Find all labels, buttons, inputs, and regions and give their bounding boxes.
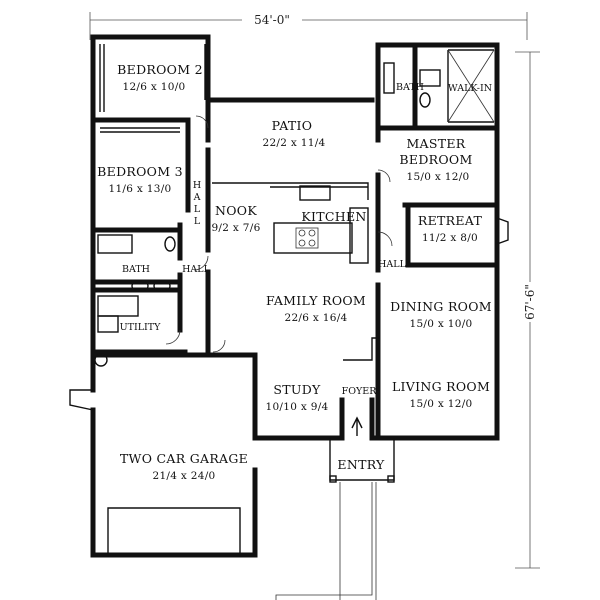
walkin-label: WALK-IN xyxy=(448,83,492,94)
entry-label: ENTRY xyxy=(337,457,385,472)
bedroom2-label: BEDROOM 2 xyxy=(117,62,203,77)
nook-label: NOOK xyxy=(215,203,257,218)
living-room-label: LIVING ROOM xyxy=(392,379,490,394)
master-size: 15/0 x 12/0 xyxy=(406,171,469,183)
study-label: STUDY xyxy=(273,382,321,397)
interior-details xyxy=(69,44,509,600)
bedroom3-size: 11/6 x 13/0 xyxy=(108,183,171,195)
master-label-line2: BEDROOM xyxy=(399,152,472,167)
overall-depth-dimension: 67'-6" xyxy=(523,284,537,320)
walls xyxy=(90,34,500,558)
garage-label: TWO CAR GARAGE xyxy=(120,451,248,466)
hall-vertical-letter-1: H xyxy=(193,180,201,191)
overall-width-dimension: 54'-0" xyxy=(254,13,290,27)
study-size: 10/10 x 9/4 xyxy=(265,401,328,413)
master-label-line1: MASTER xyxy=(406,136,465,151)
master-bath-label: BATH xyxy=(396,82,424,93)
utility-label: UTILITY xyxy=(120,322,161,333)
living-room-size: 15/0 x 12/0 xyxy=(409,398,472,410)
foyer-label: FOYER xyxy=(342,386,378,397)
bath-label: BATH xyxy=(122,264,150,275)
dining-room-label: DINING ROOM xyxy=(390,299,492,314)
retreat-size: 11/2 x 8/0 xyxy=(422,232,478,244)
hall-right-label: HALL xyxy=(378,259,406,270)
patio-size: 22/2 x 11/4 xyxy=(262,137,325,149)
retreat-label: RETREAT xyxy=(418,213,483,228)
dimension-lines xyxy=(89,12,540,569)
hall-vertical-letter-3: L xyxy=(194,204,201,215)
garage-size: 21/4 x 24/0 xyxy=(152,470,215,482)
family-room-label: FAMILY ROOM xyxy=(266,293,366,308)
hall-left-label: HALL xyxy=(182,264,210,275)
bedroom3-label: BEDROOM 3 xyxy=(97,164,183,179)
hall-vertical-letter-4: L xyxy=(194,216,201,227)
family-room-size: 22/6 x 16/4 xyxy=(284,312,347,324)
hall-vertical-letter-2: A xyxy=(193,192,201,203)
nook-size: 9/2 x 7/6 xyxy=(211,222,260,234)
dining-room-size: 15/0 x 10/0 xyxy=(409,318,472,330)
bedroom2-size: 12/6 x 10/0 xyxy=(122,81,185,93)
room-labels: BEDROOM 2 12/6 x 10/0 BEDROOM 3 11/6 x 1… xyxy=(97,62,492,482)
kitchen-label: KITCHEN xyxy=(301,209,366,224)
patio-label: PATIO xyxy=(272,118,313,133)
